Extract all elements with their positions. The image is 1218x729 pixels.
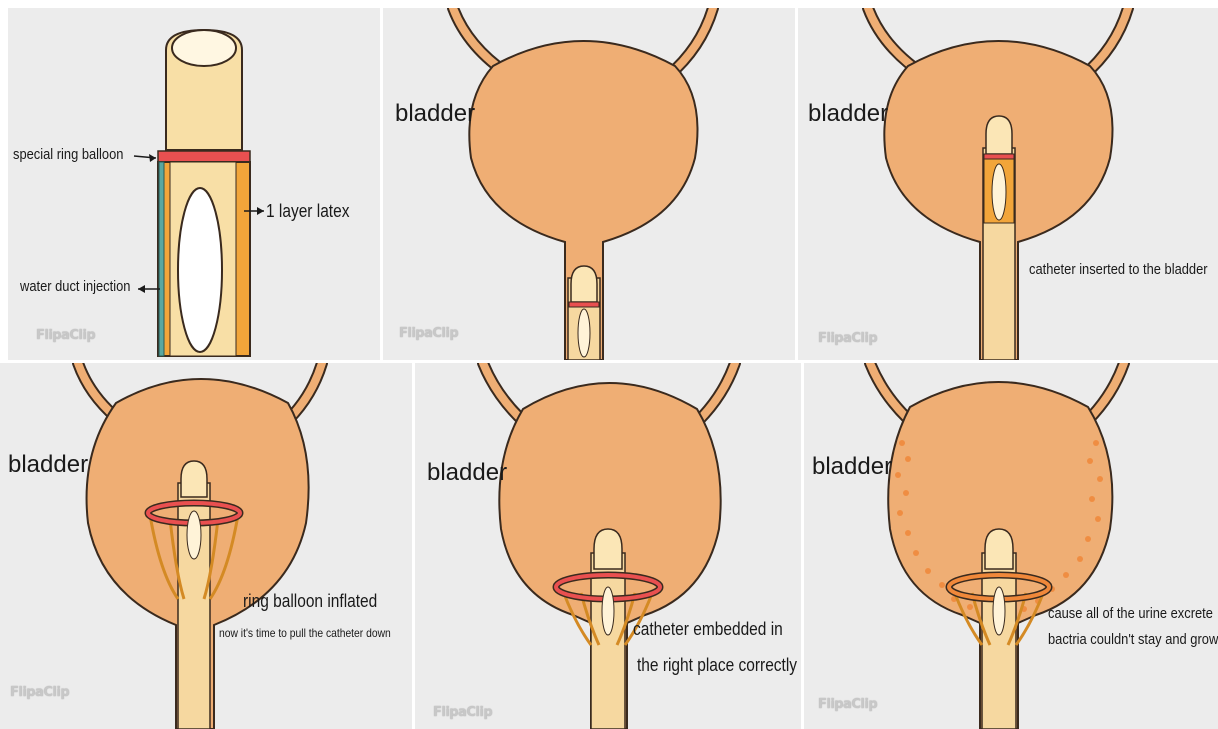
organ-label: bladder	[808, 100, 888, 128]
watermark: FlipaClip	[10, 685, 69, 700]
arrow-icon	[138, 285, 145, 293]
organ-label: bladder	[395, 100, 475, 128]
step-caption: cause all of the urine excrete	[1048, 605, 1213, 622]
ring-balloon	[158, 151, 250, 162]
step-caption-secondary: bactria couldn't stay and grow	[1048, 631, 1218, 648]
panel-inserted: bladder catheter inserted to the bladder…	[798, 8, 1218, 360]
step-caption: ring balloon inflated	[243, 591, 377, 612]
catheter-tip	[986, 116, 1012, 154]
panel-catheter-design: special ring balloon 1 layer latex water…	[8, 8, 380, 360]
catheter-tip	[181, 461, 207, 497]
bladder-drawing	[0, 363, 412, 729]
label-ring-balloon: special ring balloon	[13, 146, 123, 163]
panel-before-insertion: bladder FlipaClip	[383, 8, 795, 360]
watermark: FlipaClip	[818, 697, 877, 712]
catheter-tip	[594, 529, 622, 569]
organ-label: bladder	[427, 459, 507, 487]
water-duct	[159, 162, 164, 356]
arrow-icon	[149, 154, 156, 162]
panel-balloon-inflated: bladder ring balloon inflated now it's t…	[0, 363, 412, 729]
step-caption-secondary: the right place correctly	[637, 655, 797, 676]
organ-label: bladder	[8, 451, 88, 479]
organ-label: bladder	[812, 453, 892, 481]
watermark: FlipaClip	[818, 331, 877, 346]
panel-embedded: bladder catheter embedded in the right p…	[415, 363, 801, 729]
step-caption: catheter embedded in	[633, 619, 783, 640]
step-caption: catheter inserted to the bladder	[1029, 261, 1208, 278]
label-water-duct: water duct injection	[20, 278, 130, 295]
ring-balloon	[569, 302, 599, 307]
catheter-tip	[571, 266, 597, 302]
panel-outcome: bladder cause all of the urine excrete b…	[804, 363, 1218, 729]
watermark: FlipaClip	[433, 705, 492, 720]
ring-balloon	[984, 154, 1014, 159]
watermark: FlipaClip	[36, 328, 95, 343]
watermark: FlipaClip	[399, 326, 458, 341]
bladder-drawing	[804, 363, 1218, 729]
label-latex: 1 layer latex	[266, 201, 349, 222]
arrow-icon	[257, 207, 264, 215]
bladder-drawing	[383, 8, 795, 360]
drainage-window	[178, 188, 222, 352]
catheter-tip-opening	[172, 30, 236, 66]
bladder-drawing	[798, 8, 1218, 360]
catheter-design-drawing	[8, 8, 380, 360]
step-caption-secondary: now it's time to pull the catheter down	[219, 626, 391, 640]
catheter-tip	[985, 529, 1013, 569]
